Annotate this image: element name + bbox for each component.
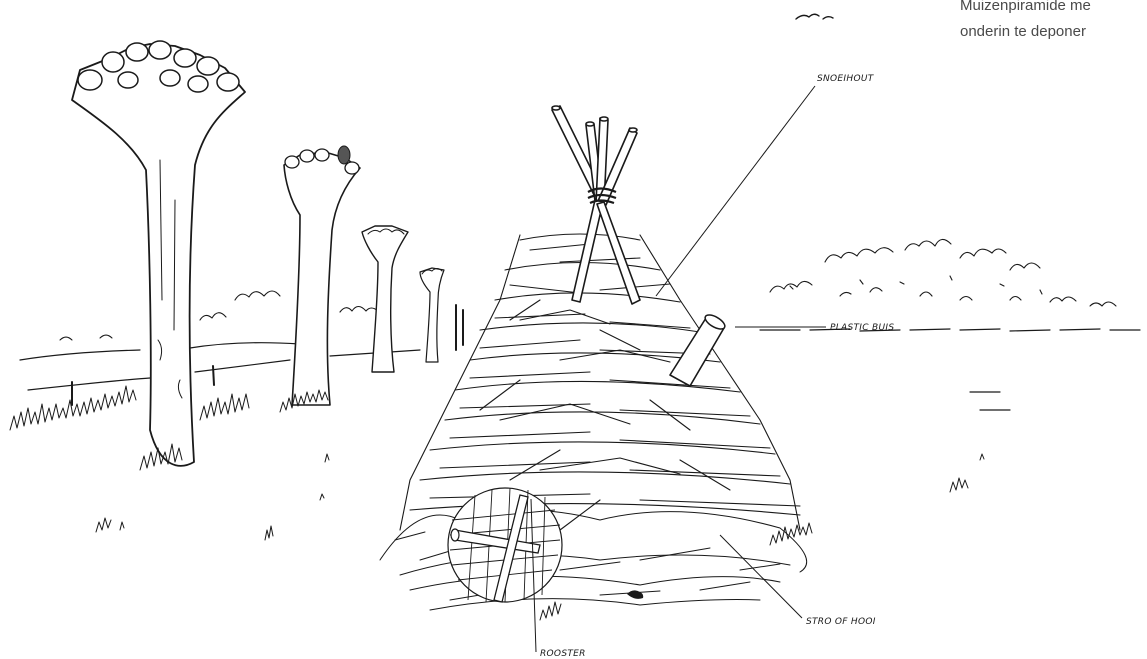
label-rooster: ROOSTER	[540, 649, 586, 659]
tied-poles	[552, 106, 640, 304]
bird-sketch	[796, 14, 833, 19]
pollard-willow-medium	[284, 146, 360, 405]
straw-base	[380, 510, 807, 610]
pollard-willow-distant	[420, 268, 444, 362]
label-snoeihout: SNOEIHOUT	[817, 74, 875, 84]
label-plastic-buis: PLASTIC BUIS	[830, 323, 894, 333]
mouse-sketch	[627, 590, 643, 599]
leader-line-snoeihout	[656, 86, 815, 296]
distant-bushes-right	[770, 239, 1116, 306]
plastic-tube	[670, 312, 727, 386]
brushwood-pile	[400, 234, 800, 530]
pollard-willow-small	[362, 226, 408, 372]
rooster-cutaway	[448, 488, 562, 602]
fence-posts	[72, 305, 463, 405]
label-stro-of-hooi: STRO OF HOOI	[806, 617, 876, 627]
distant-bushes-left	[60, 291, 378, 340]
owl-sketch	[338, 146, 350, 164]
